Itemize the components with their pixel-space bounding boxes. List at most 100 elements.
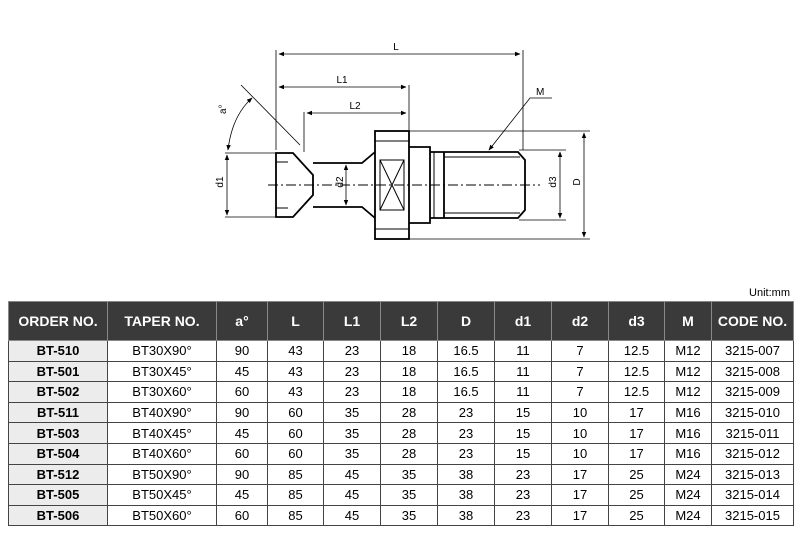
label-L2: L2: [349, 101, 361, 112]
table-cell: 45: [216, 360, 268, 383]
table-cell: BT50X45°: [107, 484, 217, 506]
label-M: M: [536, 87, 544, 98]
order-no-cell: BT-505: [8, 484, 108, 506]
table-cell: 23: [323, 381, 381, 403]
table-cell: 10: [551, 442, 609, 465]
table-cell: 23: [494, 484, 552, 506]
table-cell: 23: [494, 463, 552, 486]
unit-label: Unit:mm: [749, 287, 790, 299]
order-no-cell: BT-503: [8, 422, 108, 444]
table-cell: M24: [664, 504, 712, 527]
table-cell: 85: [267, 504, 324, 527]
table-cell: 18: [380, 340, 438, 362]
stud-neck: [313, 151, 376, 219]
table-cell: 15: [494, 401, 552, 424]
table-cell: BT50X90°: [107, 463, 217, 486]
table-cell: 15: [494, 422, 552, 444]
stud-flange: [374, 130, 410, 240]
table-cell: 7: [551, 360, 609, 383]
table-cell: M16: [664, 401, 712, 424]
label-a: a°: [218, 104, 229, 114]
table-cell: 28: [380, 422, 438, 444]
table-cell: 15: [494, 442, 552, 465]
table-cell: 28: [380, 401, 438, 424]
table-cell: 85: [267, 463, 324, 486]
table-cell: 35: [380, 463, 438, 486]
table-cell: 7: [551, 381, 609, 403]
stud-body: [409, 146, 431, 224]
table-cell: 16.5: [437, 381, 495, 403]
table-cell: 10: [551, 422, 609, 444]
table-cell: 17: [608, 422, 665, 444]
table-cell: 11: [494, 340, 552, 362]
table-cell: 11: [494, 381, 552, 403]
table-cell: BT40X45°: [107, 422, 217, 444]
wrench-flat: [379, 159, 405, 211]
table-cell: M16: [664, 422, 712, 444]
column-header: TAPER NO.: [107, 301, 217, 341]
column-header: M: [664, 301, 712, 341]
label-d2: d2: [335, 176, 346, 188]
column-header: ORDER NO.: [8, 301, 108, 341]
column-header: L1: [323, 301, 381, 341]
table-cell: 23: [323, 340, 381, 362]
stud-thread: [430, 151, 526, 219]
table-cell: BT40X60°: [107, 442, 217, 465]
table-cell: 45: [216, 422, 268, 444]
table-cell: 11: [494, 360, 552, 383]
table-cell: 60: [267, 401, 324, 424]
table-cell: 12.5: [608, 381, 665, 403]
table-cell: 23: [323, 360, 381, 383]
table-cell: 85: [267, 484, 324, 506]
table-cell: 3215-013: [711, 463, 794, 486]
table-cell: 3215-011: [711, 422, 794, 444]
column-header: CODE NO.: [711, 301, 794, 341]
label-D: D: [572, 178, 583, 185]
table-cell: 3215-012: [711, 442, 794, 465]
table-cell: 60: [216, 381, 268, 403]
m-leader: [488, 97, 552, 151]
dim-angle-arc: [226, 97, 253, 151]
label-d1: d1: [215, 176, 226, 188]
table-cell: 60: [216, 504, 268, 527]
column-header: a°: [216, 301, 268, 341]
table-cell: 38: [437, 504, 495, 527]
table-cell: 23: [437, 442, 495, 465]
table-cell: 17: [551, 463, 609, 486]
table-cell: 60: [267, 422, 324, 444]
table-cell: 10: [551, 401, 609, 424]
table-cell: M12: [664, 360, 712, 383]
order-no-cell: BT-504: [8, 442, 108, 465]
label-L: L: [393, 42, 399, 53]
table-cell: 38: [437, 484, 495, 506]
table-cell: 17: [551, 504, 609, 527]
table-cell: BT30X45°: [107, 360, 217, 383]
table-cell: BT40X90°: [107, 401, 217, 424]
table-cell: 3215-010: [711, 401, 794, 424]
table-cell: 45: [323, 504, 381, 527]
table-cell: 35: [323, 442, 381, 465]
table-cell: 23: [494, 504, 552, 527]
table-cell: 90: [216, 340, 268, 362]
table-cell: 16.5: [437, 340, 495, 362]
table-cell: 43: [267, 381, 324, 403]
table-cell: 28: [380, 442, 438, 465]
table-cell: 45: [216, 484, 268, 506]
table-cell: 17: [551, 484, 609, 506]
table-cell: 17: [608, 401, 665, 424]
table-cell: 3215-009: [711, 381, 794, 403]
table-cell: 35: [380, 484, 438, 506]
pull-stud-drawing: L L1 L2 M a° d1 d2 d3 D: [215, 42, 590, 240]
table-cell: BT30X60°: [107, 381, 217, 403]
table-cell: 3215-014: [711, 484, 794, 506]
table-cell: 25: [608, 504, 665, 527]
